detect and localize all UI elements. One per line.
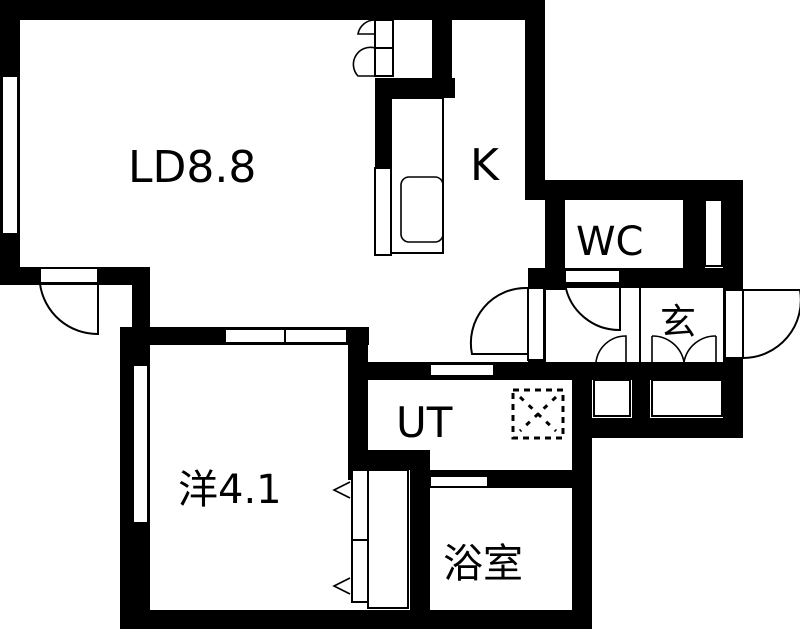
room-label-bath: 浴室 [443, 541, 523, 587]
room-label-ld: LD8.8 [128, 142, 256, 193]
doors [39, 19, 800, 609]
window-western-west [132, 364, 149, 524]
window-ld-west [1, 75, 19, 235]
closet-opening [704, 199, 723, 267]
room-label-wc: WC [576, 219, 643, 265]
room-labels: LD8.8 K WC 玄 UT 洋4.1 浴室 [128, 140, 696, 587]
room-label-ut: UT [396, 398, 453, 447]
room-label-western: 洋4.1 [178, 467, 282, 513]
window-western-north-1 [224, 328, 286, 344]
room-label-entrance: 玄 [660, 302, 696, 343]
window-bath [429, 475, 489, 488]
room-label-kitchen: K [470, 140, 500, 191]
windows [1, 75, 723, 524]
walls [0, 0, 743, 629]
window-western-north-2 [284, 328, 348, 344]
washing-machine-space-icon [511, 388, 565, 440]
window-ut [429, 363, 495, 377]
